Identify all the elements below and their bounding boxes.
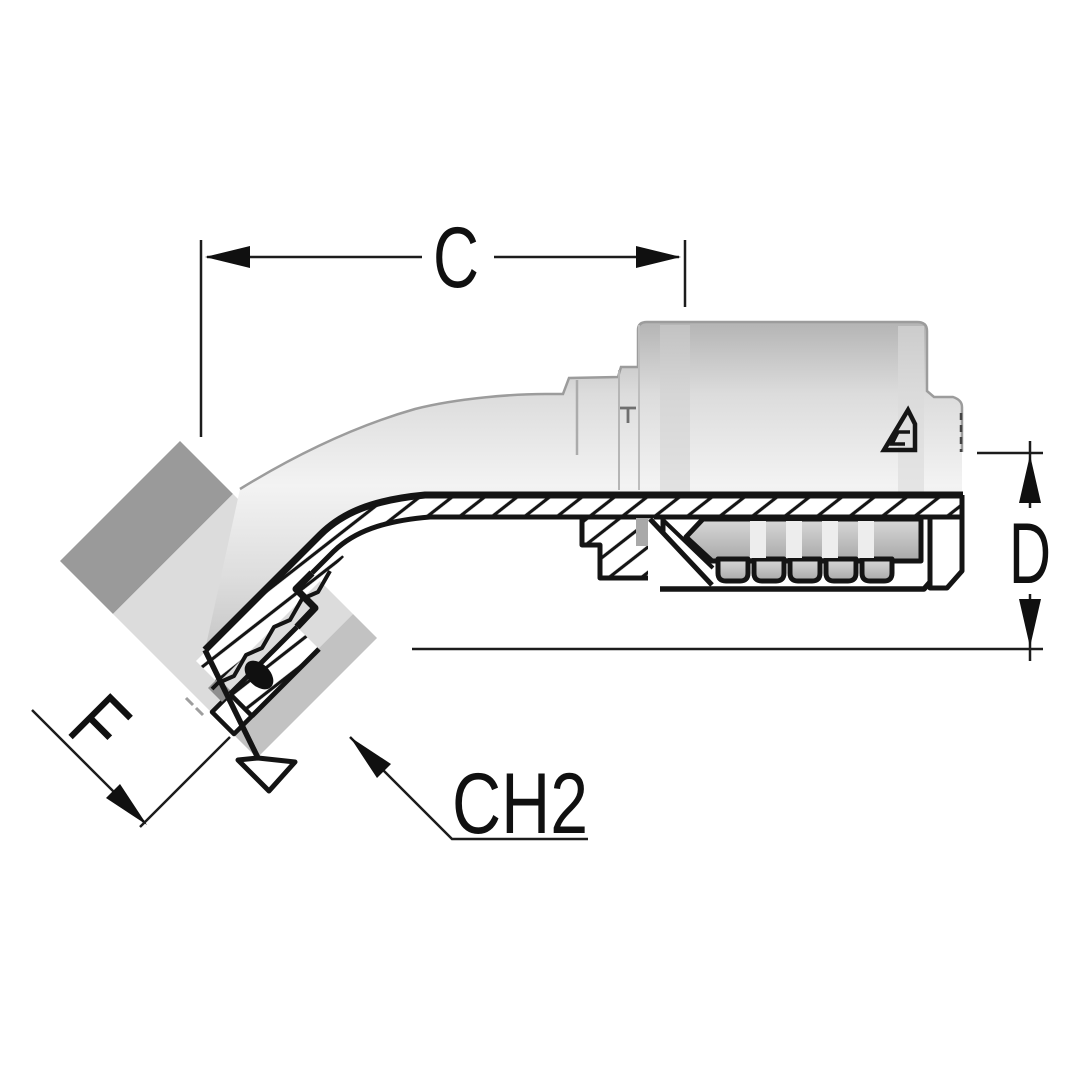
dimension-ch2: CH2 xyxy=(349,736,588,852)
o-ring xyxy=(244,660,274,690)
brand-mark-icon xyxy=(880,405,918,453)
nut-end-face xyxy=(202,648,261,760)
socket-shade-left xyxy=(660,325,690,492)
section-view xyxy=(184,491,965,794)
hex-nut-top-face xyxy=(60,441,233,614)
c-arrow-right xyxy=(636,246,681,268)
flare-inner-edge xyxy=(250,647,321,718)
fitting-illustration xyxy=(60,320,965,794)
cone-edge-2 xyxy=(660,517,715,570)
weep-hole-mark xyxy=(620,406,636,423)
flare-outer-edge xyxy=(228,625,299,696)
dimension-c: C xyxy=(199,210,687,437)
ch2-arrow xyxy=(350,737,391,778)
c-arrow-left xyxy=(205,246,250,268)
socket-shade-right xyxy=(898,326,924,492)
dimension-d: D xyxy=(412,441,1051,661)
cone-edge-1 xyxy=(648,517,714,587)
dimension-ch2-label: CH2 xyxy=(452,756,588,852)
nut-wall-hatch xyxy=(196,535,344,683)
body-silhouette xyxy=(205,322,962,650)
nut-face-ticks xyxy=(184,696,205,717)
d-arrow-down xyxy=(1019,599,1041,647)
dimension-f-label: F xyxy=(51,677,147,773)
dimension-c-label: C xyxy=(433,210,479,306)
f-flat-projection-line xyxy=(139,736,231,828)
section-outline xyxy=(202,491,963,653)
tube-inner-wall xyxy=(310,514,582,575)
thread-profile xyxy=(210,570,332,691)
ferrule-body xyxy=(683,516,924,564)
dimension-d-label: D xyxy=(1009,506,1051,602)
flare-wall-hatch xyxy=(230,627,319,716)
ferrule-grooves xyxy=(750,521,874,558)
hose-end-block xyxy=(927,514,965,591)
f-arrow xyxy=(106,784,147,825)
nut-end-lip xyxy=(235,755,298,794)
d-arrow-up xyxy=(1019,455,1041,503)
socket-wall-hatch xyxy=(425,497,962,517)
flare-seat-jog xyxy=(292,570,319,630)
ferrule-teeth xyxy=(715,556,895,584)
hex-nut-lower-face xyxy=(233,614,377,758)
